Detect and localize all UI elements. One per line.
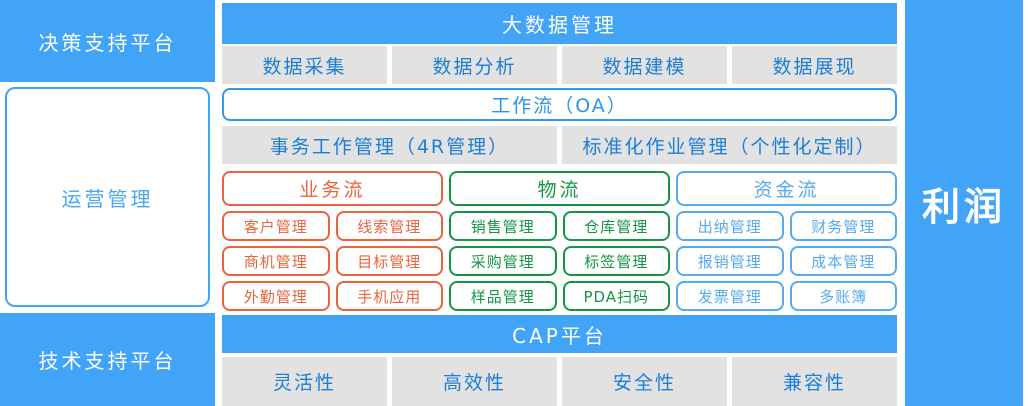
business-flow-grid: 客户管理 线索管理 商机管理 目标管理 外勤管理 手机应用: [222, 211, 443, 311]
flow-item: 样品管理: [449, 281, 557, 311]
big-data-management-header: 大数据管理: [222, 3, 897, 44]
flow-item: 标签管理: [562, 246, 670, 276]
flow-capital: 资金流 出纳管理 财务管理 报销管理 成本管理 发票管理 多账簿: [676, 171, 897, 311]
flow-business: 业务流 客户管理 线索管理 商机管理 目标管理 外勤管理 手机应用: [222, 171, 443, 311]
big-data-management-label: 大数据管理: [502, 13, 617, 37]
flow-item: 报销管理: [676, 246, 784, 276]
cap-platform-label: CAP平台: [512, 323, 607, 348]
cap-qualities-row: 灵活性 高效性 安全性 兼容性: [222, 357, 897, 406]
logistics-flow-header: 物流: [449, 171, 670, 206]
flow-item: PDA扫码: [562, 281, 670, 311]
decision-support-platform-label: 决策支持平台: [38, 30, 177, 55]
workflow-oa-box: 工作流（OA）: [222, 88, 897, 121]
flow-item: 客户管理: [222, 211, 330, 241]
flow-item: 成本管理: [789, 246, 897, 276]
capital-flow-grid: 出纳管理 财务管理 报销管理 成本管理 发票管理 多账簿: [676, 211, 897, 311]
flow-item: 目标管理: [335, 246, 443, 276]
tech-support-platform-label: 技术支持平台: [38, 349, 177, 373]
flow-item: 手机应用: [335, 281, 443, 311]
flow-item: 多账簿: [789, 281, 897, 311]
profit-column: 利润: [905, 0, 1023, 406]
flow-item: 采购管理: [449, 246, 557, 276]
operations-management-label: 运营管理: [61, 186, 154, 211]
left-column: 决策支持平台 运营管理 技术支持平台: [0, 0, 215, 406]
data-modeling-box: 数据建模: [562, 46, 727, 84]
transaction-work-management-box: 事务工作管理（4R管理）: [222, 126, 557, 164]
data-functions-row: 数据采集 数据分析 数据建模 数据展现: [222, 46, 897, 84]
flow-item: 发票管理: [676, 281, 784, 311]
flow-item: 出纳管理: [676, 211, 784, 241]
flow-item: 财务管理: [789, 211, 897, 241]
logistics-flow-grid: 销售管理 仓库管理 采购管理 标签管理 样品管理 PDA扫码: [449, 211, 670, 311]
standardized-work-management-box: 标准化作业管理（个性化定制）: [562, 126, 897, 164]
efficiency-box: 高效性: [392, 357, 557, 406]
flexibility-box: 灵活性: [222, 357, 387, 406]
tech-support-platform-cell: 技术支持平台: [0, 313, 215, 406]
work-management-row: 事务工作管理（4R管理） 标准化作业管理（个性化定制）: [222, 126, 897, 164]
flow-item: 商机管理: [222, 246, 330, 276]
flows-section: 业务流 客户管理 线索管理 商机管理 目标管理 外勤管理 手机应用 物流 销售管…: [222, 171, 897, 311]
flow-item: 仓库管理: [562, 211, 670, 241]
middle-column: 大数据管理 数据采集 数据分析 数据建模 数据展现 工作流（OA） 事务工作管理…: [222, 0, 897, 406]
compatibility-box: 兼容性: [732, 357, 897, 406]
flow-logistics: 物流 销售管理 仓库管理 采购管理 标签管理 样品管理 PDA扫码: [449, 171, 670, 311]
flow-item: 外勤管理: [222, 281, 330, 311]
flow-item: 线索管理: [335, 211, 443, 241]
data-collection-box: 数据采集: [222, 46, 387, 84]
decision-support-platform-cell: 决策支持平台: [0, 0, 215, 82]
operations-management-box: 运营管理: [5, 87, 210, 307]
business-flow-header: 业务流: [222, 171, 443, 206]
capital-flow-header: 资金流: [676, 171, 897, 206]
flow-item: 销售管理: [449, 211, 557, 241]
data-analysis-box: 数据分析: [392, 46, 557, 84]
cap-platform-header: CAP平台: [222, 315, 897, 353]
data-display-box: 数据展现: [732, 46, 897, 84]
operations-cell: 运营管理: [0, 82, 215, 313]
profit-label: 利润: [921, 184, 1006, 229]
security-box: 安全性: [562, 357, 727, 406]
